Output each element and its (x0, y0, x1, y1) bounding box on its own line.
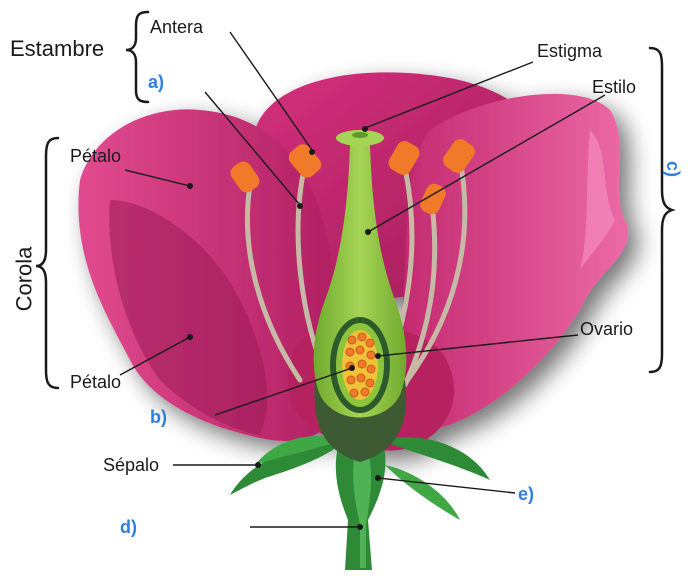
letter-b: b) (150, 408, 167, 426)
stigma-tip (352, 132, 368, 138)
letter-a: a) (148, 73, 164, 91)
ovule (346, 348, 354, 356)
ovule (366, 379, 374, 387)
ovule (347, 376, 355, 384)
ovule (367, 351, 375, 359)
letter-e: e) (518, 485, 534, 503)
label-estambre: Estambre (10, 38, 104, 60)
dot-d (357, 524, 363, 530)
ovule (358, 360, 366, 368)
dot-estigma (362, 126, 368, 132)
dot-antera (309, 149, 315, 155)
brace-estambre (126, 12, 148, 102)
dot-petalo-bottom (187, 334, 193, 340)
label-corola: Corola (13, 247, 35, 312)
ovule (367, 365, 375, 373)
ovule (356, 346, 364, 354)
label-petalo-top: Pétalo (70, 147, 121, 165)
label-petalo-bottom: Pétalo (70, 373, 121, 391)
label-sepalo: Sépalo (103, 456, 159, 474)
label-antera: Antera (150, 18, 203, 36)
ovule (357, 374, 365, 382)
dot-e (375, 475, 381, 481)
ovule (361, 388, 369, 396)
ovule (348, 336, 356, 344)
letter-c: c) (664, 161, 682, 177)
label-ovario: Ovario (580, 320, 633, 338)
brace-corola (36, 138, 58, 388)
sepal-right-2 (385, 465, 460, 520)
ovule (366, 339, 374, 347)
label-estigma: Estigma (537, 42, 602, 60)
dot-petalo-top (187, 183, 193, 189)
dot-a (297, 203, 303, 209)
brace-c (650, 48, 672, 372)
label-estilo: Estilo (592, 78, 636, 96)
ovule (350, 389, 358, 397)
letter-d: d) (120, 518, 137, 536)
ovule (358, 333, 366, 341)
dot-b (349, 365, 355, 371)
dot-estilo (365, 229, 371, 235)
dot-ovario (375, 353, 381, 359)
leader-e (378, 478, 515, 493)
dot-sepalo (255, 462, 261, 468)
